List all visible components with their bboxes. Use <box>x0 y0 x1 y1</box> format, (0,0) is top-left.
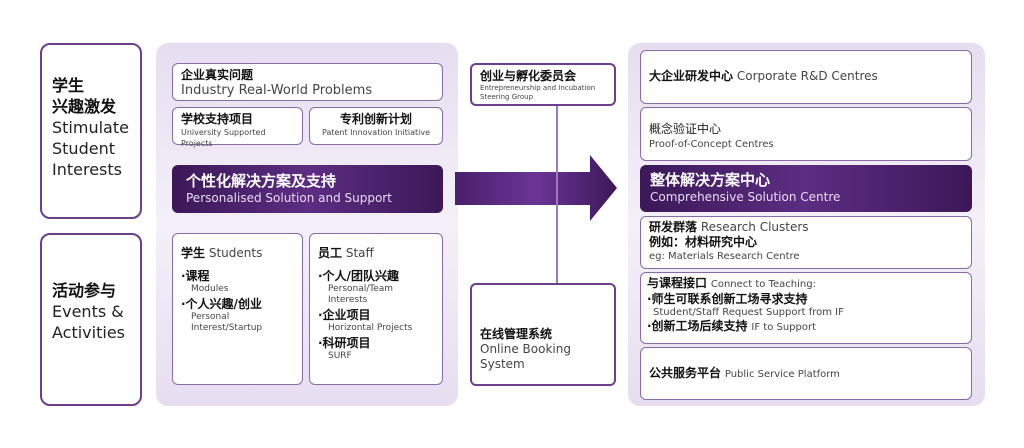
teaching-item-en: IF to Support <box>751 322 817 333</box>
industry-box: 企业真实问题 Industry Real-World Problems <box>172 63 443 101</box>
industry-zh: 企业真实问题 <box>181 68 254 82</box>
patent-box: 专利创新计划 Patent Innovation Initiative <box>309 107 443 145</box>
students-item-zh: ·个人兴趣/创业 <box>181 297 262 311</box>
personalised-en: Personalised Solution and Support <box>186 191 392 205</box>
booking-en: Online Booking System <box>480 342 571 371</box>
rd-zh: 大企业研发中心 <box>649 69 734 83</box>
stimulate-en: Stimulate Student Interests <box>52 118 129 179</box>
poc-en: Proof-of-Concept Centres <box>649 139 774 150</box>
steering-zh: 创业与孵化委员会 <box>480 69 577 83</box>
staff-en: Staff <box>345 246 374 260</box>
booking-system-box: 在线管理系统 Online Booking System <box>470 283 616 386</box>
public-zh: 公共服务平台 <box>649 366 722 380</box>
research-clusters-box: 研发群落 Research Clusters 例如：材料研究中心 eg: Mat… <box>640 216 972 269</box>
flow-arrow <box>455 155 617 221</box>
comprehensive-centre-bar: 整体解决方案中心 Comprehensive Solution Centre <box>640 165 972 212</box>
staff-zh: 员工 <box>318 246 343 260</box>
steering-en: Entrepreneurship and Incubation Steering… <box>480 84 596 101</box>
stimulate-zh: 学生 兴趣激发 <box>52 76 117 116</box>
clusters-eg-zh: 例如：材料研究中心 <box>649 235 758 249</box>
staff-item-en: Personal/Team Interests <box>328 284 394 305</box>
steering-group-box: 创业与孵化委员会 Entrepreneurship and Incubation… <box>470 63 616 106</box>
public-en: Public Service Platform <box>724 369 840 380</box>
students-item-en: Personal Interest/Startup <box>191 312 263 333</box>
personalised-solution-bar: 个性化解决方案及支持 Personalised Solution and Sup… <box>172 165 443 213</box>
teaching-item-en: Student/Staff Request Support from IF <box>653 307 844 318</box>
industry-en: Industry Real-World Problems <box>181 83 373 98</box>
university-zh: 学校支持项目 <box>181 112 254 126</box>
staff-item-zh: ·企业项目 <box>318 308 371 322</box>
clusters-eg-en: eg: Materials Research Centre <box>649 251 800 262</box>
clusters-en: Research Clusters <box>700 220 809 234</box>
events-en: Events & Activities <box>52 302 125 342</box>
rd-centres-box: 大企业研发中心 Corporate R&D Centres <box>640 50 972 104</box>
comprehensive-zh: 整体解决方案中心 <box>650 171 771 189</box>
personalised-zh: 个性化解决方案及支持 <box>186 172 337 190</box>
events-activities-box: 活动参与 Events & Activities <box>40 233 142 406</box>
teaching-box: 与课程接口 Connect to Teaching: ·师生可联系创新工场寻求支… <box>640 272 972 344</box>
patent-zh: 专利创新计划 <box>339 112 412 126</box>
comprehensive-en: Comprehensive Solution Centre <box>650 190 841 204</box>
connector-line <box>556 105 558 283</box>
students-en: Students <box>208 246 263 260</box>
rd-en: Corporate R&D Centres <box>736 69 878 83</box>
teaching-item-zh: ·师生可联系创新工场寻求支持 <box>647 292 808 306</box>
staff-item-en: Horizontal Projects <box>328 323 413 333</box>
teaching-zh: 与课程接口 <box>647 276 708 290</box>
booking-zh: 在线管理系统 <box>480 327 553 341</box>
poc-zh: 概念验证中心 <box>649 122 722 136</box>
patent-en: Patent Innovation Initiative <box>321 128 430 137</box>
teaching-en: Connect to Teaching: <box>710 279 816 290</box>
events-zh: 活动参与 <box>52 281 117 300</box>
clusters-zh: 研发群落 <box>649 220 698 234</box>
staff-item-zh: ·个人/团队兴趣 <box>318 269 399 283</box>
students-zh: 学生 <box>181 246 206 260</box>
public-service-box: 公共服务平台 Public Service Platform <box>640 347 972 400</box>
staff-item-zh: ·科研项目 <box>318 336 371 350</box>
teaching-item-zh: ·创新工场后续支持 <box>647 319 748 333</box>
university-box: 学校支持项目 University Supported Projects <box>172 107 303 148</box>
staff-item-en: SURF <box>328 351 352 361</box>
students-item-en: Modules <box>191 284 229 294</box>
poc-centres-box: 概念验证中心 Proof-of-Concept Centres <box>640 107 972 161</box>
university-en: University Supported Projects <box>181 128 266 148</box>
stimulate-interests-box: 学生 兴趣激发 Stimulate Student Interests <box>40 43 142 219</box>
students-item-zh: ·课程 <box>181 269 210 283</box>
